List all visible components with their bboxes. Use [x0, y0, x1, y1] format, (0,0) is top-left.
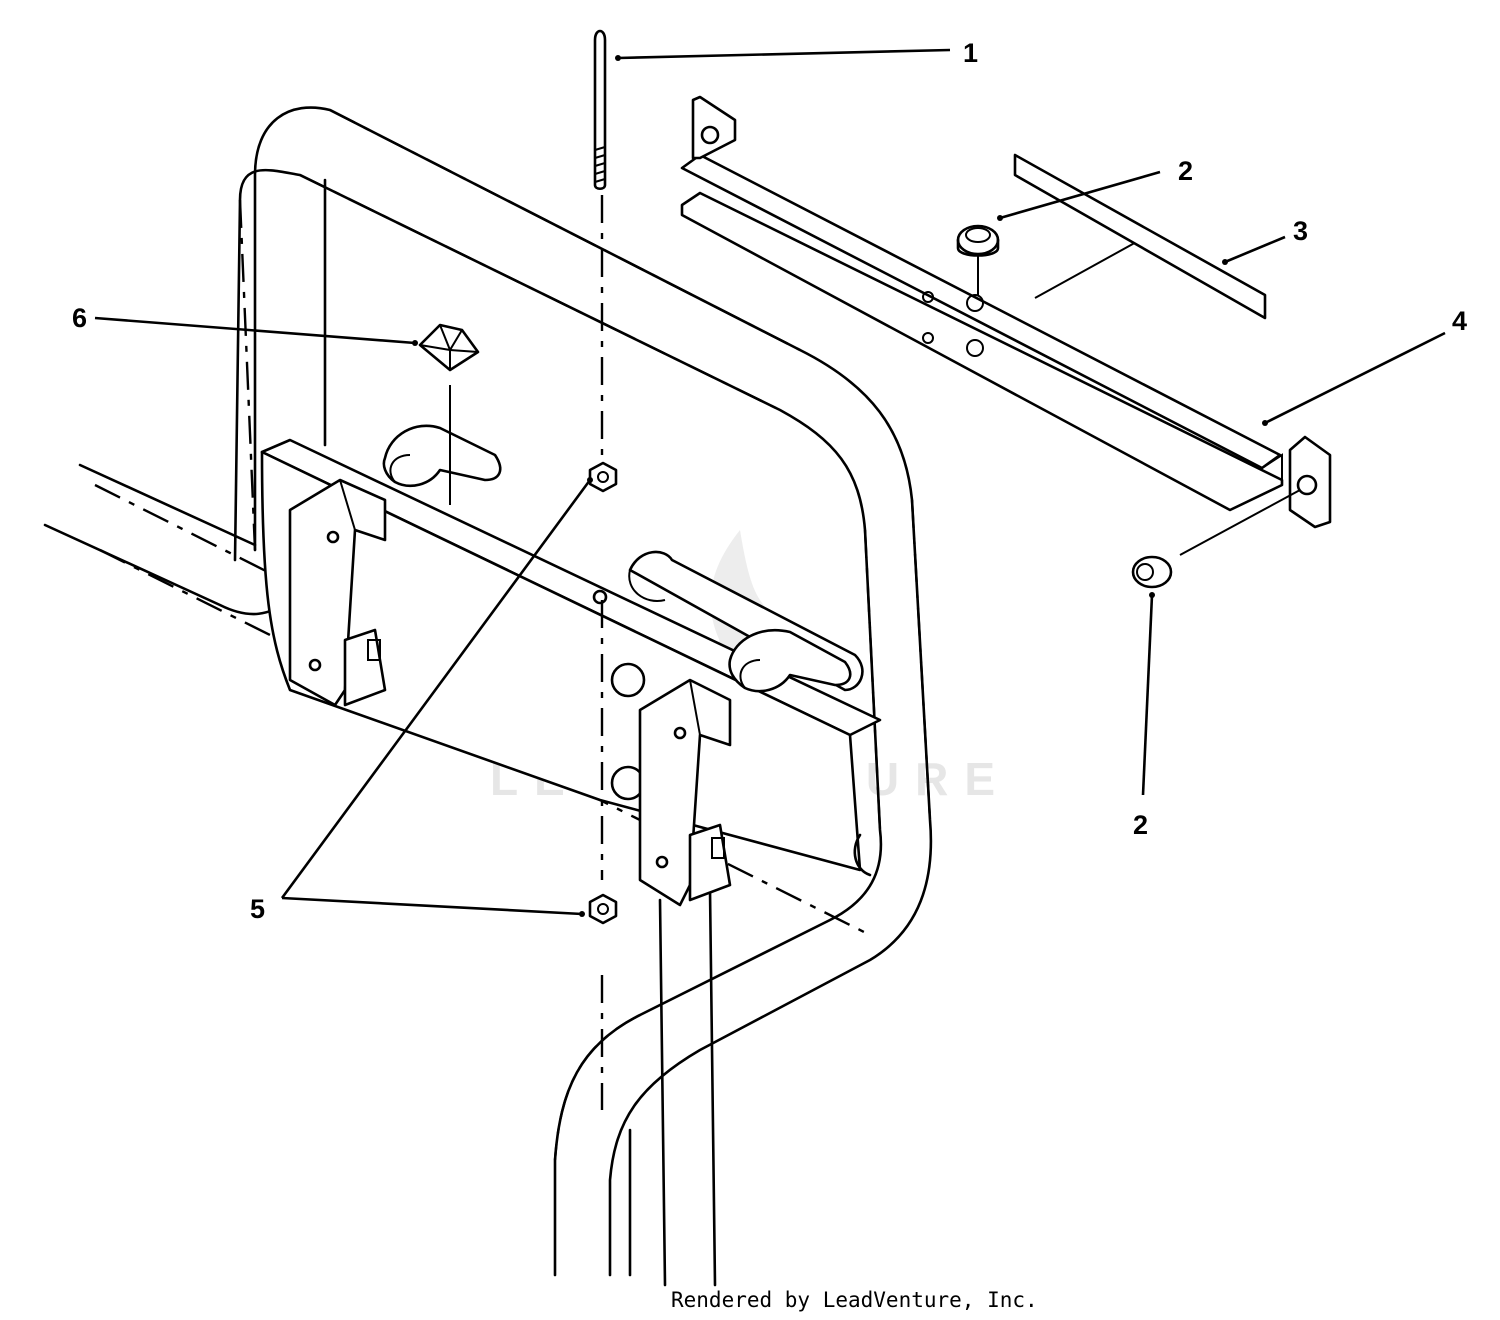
grommet-top — [956, 224, 1000, 295]
bracket-left — [288, 478, 387, 707]
handle-bar — [233, 106, 933, 1277]
callout-4: 4 — [1452, 306, 1467, 336]
bracket-right — [638, 678, 732, 907]
footer-credit: Rendered by LeadVenture, Inc. — [671, 1288, 1038, 1312]
nut-top — [588, 461, 618, 493]
callout-2-top: 2 — [1178, 156, 1193, 186]
callout-3: 3 — [1293, 216, 1308, 246]
callout-6: 6 — [72, 303, 87, 333]
strip-part — [1013, 153, 1267, 320]
nut-bottom — [588, 893, 618, 925]
callout-5: 5 — [250, 894, 265, 924]
clamp-right — [728, 629, 852, 693]
callout-1: 1 — [963, 38, 978, 68]
callout-2-bottom: 2 — [1133, 810, 1148, 840]
stud-part — [593, 29, 607, 1110]
bracket-plate-part — [680, 95, 1332, 529]
frame-rods — [323, 178, 717, 1287]
grommet-bottom — [1131, 489, 1301, 589]
cap-part — [418, 323, 480, 505]
leader-lines — [94, 48, 1446, 917]
clamp-left — [382, 424, 502, 487]
